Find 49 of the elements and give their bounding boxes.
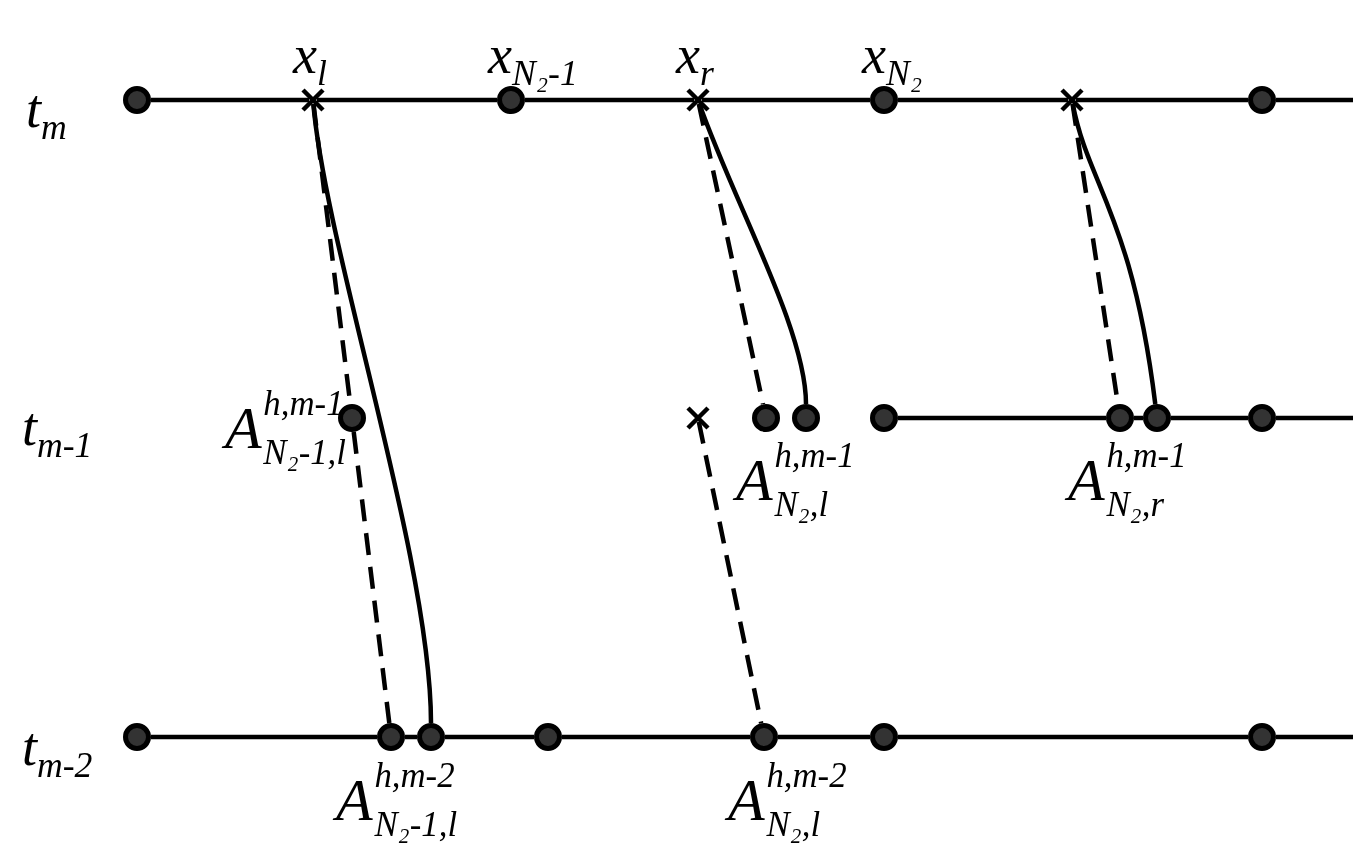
line <box>317 97 497 103</box>
line <box>1276 97 1353 103</box>
cross-marker <box>301 88 325 112</box>
line <box>151 97 309 103</box>
line <box>702 97 870 103</box>
line <box>445 734 534 740</box>
point-marker <box>123 86 151 114</box>
curve-line <box>697 103 809 405</box>
point-marker <box>1248 404 1276 432</box>
dashed-line <box>696 421 764 724</box>
dashed-line <box>696 103 766 405</box>
point-marker <box>1248 723 1276 751</box>
curve-line <box>1070 103 1158 405</box>
math-label: x$_{N₂}$ <box>862 28 923 93</box>
line <box>1276 734 1353 740</box>
row-label: t$_{m}$ <box>26 82 67 147</box>
math-label: x$_{l}$ <box>293 28 327 93</box>
line <box>898 734 1248 740</box>
point-marker <box>1248 86 1276 114</box>
point-marker <box>377 723 405 751</box>
point-marker <box>123 723 151 751</box>
line <box>1171 415 1248 421</box>
point-marker <box>1143 404 1171 432</box>
point-marker <box>417 723 445 751</box>
cross-marker <box>1060 88 1084 112</box>
curve-line <box>311 103 434 724</box>
cross-marker <box>686 406 710 430</box>
point-marker <box>750 723 778 751</box>
math-label: x$_{N₂-1}$ <box>488 28 578 93</box>
line <box>898 415 1106 421</box>
line <box>1076 97 1248 103</box>
point-marker <box>338 404 366 432</box>
line <box>898 97 1068 103</box>
point-marker <box>792 404 820 432</box>
math-label: x$_{r}$ <box>676 28 714 93</box>
point-marker <box>870 404 898 432</box>
dashed-line <box>351 431 392 724</box>
line <box>1276 415 1353 421</box>
point-marker <box>870 723 898 751</box>
line <box>778 734 870 740</box>
cross-marker <box>686 88 710 112</box>
row-label: t$_{m-2}$ <box>22 720 93 785</box>
point-marker <box>534 723 562 751</box>
line <box>525 97 694 103</box>
point-marker <box>752 404 780 432</box>
row-label: t$_{m-1}$ <box>22 400 93 465</box>
line <box>562 734 750 740</box>
line <box>151 734 377 740</box>
point-marker <box>1106 404 1134 432</box>
